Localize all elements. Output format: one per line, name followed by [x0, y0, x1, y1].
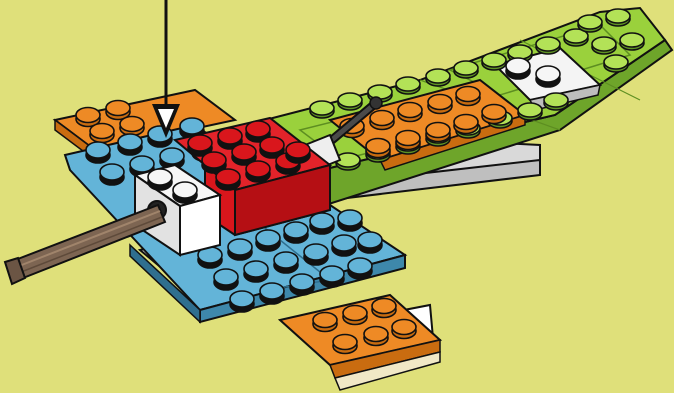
- orange-plate-front: [280, 295, 440, 390]
